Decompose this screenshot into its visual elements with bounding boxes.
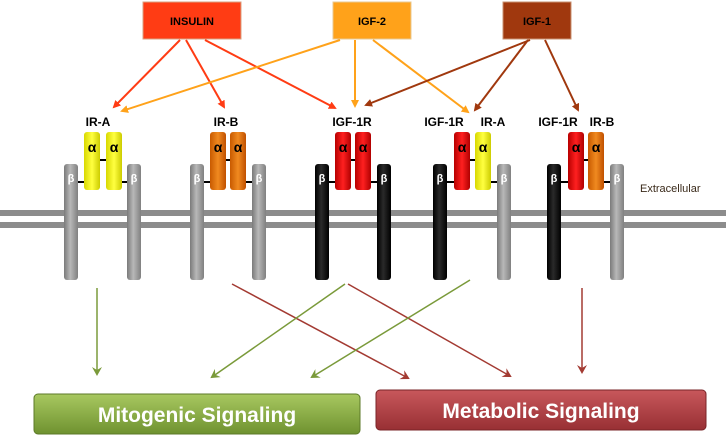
beta-left-subunit (315, 164, 329, 280)
receptor-4-label-igf1r: IGF-1R (424, 115, 464, 129)
beta-left-symbol: β (551, 173, 558, 185)
ligand-igf1: IGF-1 (502, 1, 572, 40)
receptor-4-label-ir-a: IR-A (481, 115, 506, 129)
beta-right-symbol: β (381, 173, 388, 185)
alpha-right-subunit (106, 132, 122, 190)
metabolic-signaling-box: Metabolic Signaling (375, 389, 707, 431)
ligand-igf2: IGF-2 (332, 1, 412, 40)
beta-left-symbol: β (194, 173, 201, 185)
arrow-igf1r-to-mitogenic (210, 283, 346, 379)
beta-right-subunit (377, 164, 391, 280)
beta-left-subunit (190, 164, 204, 280)
alpha-left-subunit (454, 132, 470, 190)
beta-right-subunit (127, 164, 141, 280)
alpha-right-subunit (355, 132, 371, 190)
alpha-left-symbol: α (572, 139, 581, 155)
arrow-igf2-to-ir-a (120, 39, 341, 113)
alpha-left-subunit (210, 132, 226, 190)
signaling-arrows (92, 279, 587, 380)
cell-membrane (0, 210, 726, 228)
receptor-5-label-ir-b: IR-B (590, 115, 615, 129)
alpha-right-subunit (475, 132, 491, 190)
arrow-insulin-to-ir-b (185, 39, 225, 109)
alpha-left-symbol: α (339, 139, 348, 155)
alpha-right-subunit (588, 132, 604, 190)
arrow-igf1-to-igf1r (364, 39, 531, 107)
beta-right-subunit (252, 164, 266, 280)
ligand-igf1-label: IGF-1 (523, 16, 551, 28)
beta-right-symbol: β (131, 173, 138, 185)
alpha-right-symbol: α (359, 139, 368, 155)
alpha-left-symbol: α (458, 139, 467, 155)
mitogenic-signaling-box: Mitogenic Signaling (33, 393, 361, 435)
receptor-2-label: IR-B (214, 115, 239, 129)
arrow-igf1r-to-metabolic (347, 283, 512, 377)
alpha-left-symbol: α (88, 139, 97, 155)
beta-left-subunit (64, 164, 78, 280)
arrow-igf1-to-hybrid-ir-b (544, 39, 580, 112)
arrow-igf1-to-hybrid-ir-a (473, 39, 529, 112)
ligand-insulin: INSULIN (142, 1, 242, 40)
arrow-igf2-to-hybrid-ir-a (372, 39, 470, 114)
extracellular-label: Extracellular (640, 183, 701, 195)
arrow-ir-b-to-metabolic (231, 283, 410, 380)
alpha-left-symbol: α (214, 139, 223, 155)
alpha-right-symbol: α (479, 139, 488, 155)
arrow-insulin-to-ir-a (112, 39, 181, 109)
beta-left-symbol: β (319, 173, 326, 185)
receptor-labels: IR-A IR-B IGF-1R IGF-1R IR-A IGF-1R IR-B (86, 115, 615, 129)
beta-left-symbol: β (437, 173, 444, 185)
alpha-right-subunit (230, 132, 246, 190)
mitogenic-signaling-label: Mitogenic Signaling (98, 404, 296, 427)
metabolic-signaling-label: Metabolic Signaling (442, 400, 639, 423)
alpha-left-subunit (84, 132, 100, 190)
beta-left-subunit (433, 164, 447, 280)
beta-right-subunit (497, 164, 511, 280)
binding-arrows (112, 39, 580, 114)
beta-right-subunit (610, 164, 624, 280)
arrow-hybrid-ir-a-to-mitogenic (310, 279, 471, 379)
receptor-1-label: IR-A (86, 115, 111, 129)
alpha-right-symbol: α (234, 139, 243, 155)
ligand-insulin-label: INSULIN (170, 16, 214, 28)
ligand-igf2-label: IGF-2 (358, 16, 386, 28)
beta-right-symbol: β (501, 173, 508, 185)
receptor-5-label-igf1r: IGF-1R (538, 115, 578, 129)
alpha-right-symbol: α (110, 139, 119, 155)
beta-left-symbol: β (68, 173, 75, 185)
beta-right-symbol: β (614, 173, 621, 185)
beta-left-subunit (547, 164, 561, 280)
alpha-left-subunit (335, 132, 351, 190)
receptor-3-label: IGF-1R (332, 115, 372, 129)
beta-right-symbol: β (256, 173, 263, 185)
arrow-insulin-to-igf1r (204, 39, 337, 109)
alpha-left-subunit (568, 132, 584, 190)
alpha-right-symbol: α (592, 139, 601, 155)
